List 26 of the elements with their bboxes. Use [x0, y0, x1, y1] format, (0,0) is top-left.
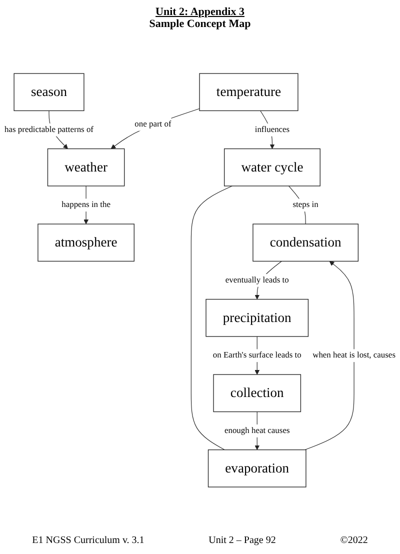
connector	[190, 186, 232, 450]
title: Unit 2: Appendix 3	[154, 6, 246, 18]
arrow	[304, 261, 354, 450]
arrow	[110, 108, 200, 150]
edge-label: happens in the	[62, 200, 110, 210]
node-box: precipitation	[206, 299, 309, 338]
edge-label: on Earth's surface leads to	[212, 351, 302, 360]
node-box: atmosphere	[38, 224, 134, 262]
node-box: water cycle	[224, 148, 320, 187]
edge-label: when heat is lost, causes	[312, 351, 396, 360]
node-box: condensation	[252, 224, 359, 262]
footer-text: ©2022	[340, 535, 368, 546]
edge-label: has predictable patterns of	[4, 125, 94, 134]
node-box: season	[14, 73, 84, 112]
node-box: weather	[47, 148, 125, 187]
edge-label: steps in	[292, 200, 318, 210]
edge-label: influences	[254, 125, 290, 134]
edge-label: eventually leads to	[225, 276, 289, 285]
subtitle: Sample Concept Map	[148, 18, 252, 30]
edge-label: one part of	[134, 120, 172, 129]
node-box: temperature	[199, 73, 298, 112]
edge-label: enough heat causes	[224, 426, 290, 436]
node-box: evaporation	[208, 450, 306, 488]
node-box: collection	[213, 374, 302, 412]
footer-text: E1 NGSS Curriculum v. 3.1	[32, 535, 144, 546]
footer-text: Unit 2 – Page 92	[208, 535, 276, 546]
